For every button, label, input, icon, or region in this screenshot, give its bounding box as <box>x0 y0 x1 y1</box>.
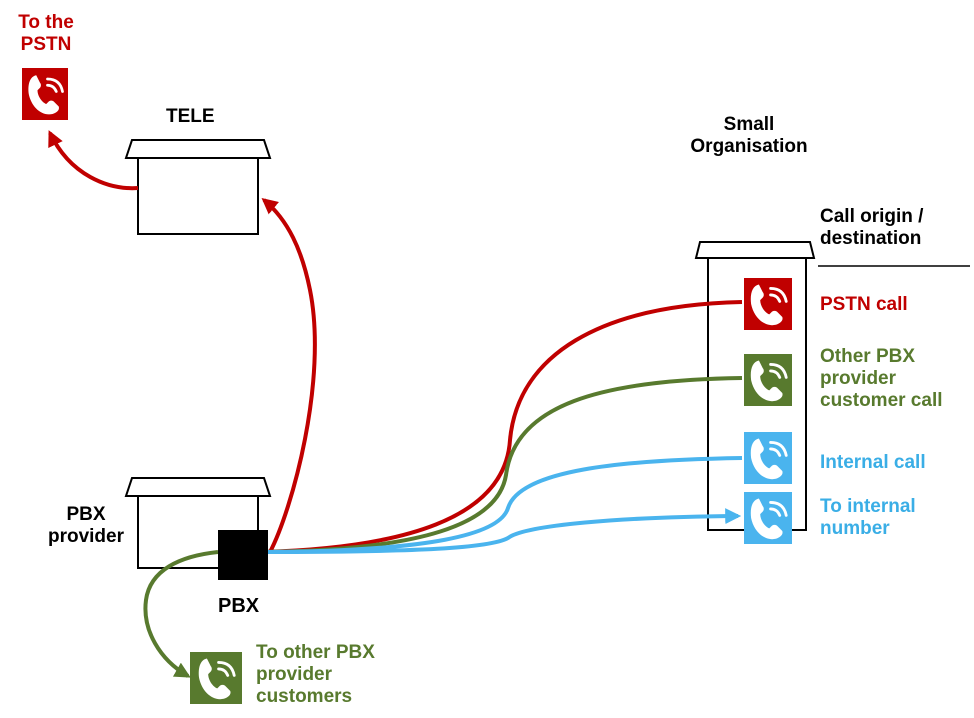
to-internal-number-label: To internal number <box>820 496 916 539</box>
small-organisation-label: Small Organisation <box>690 114 808 157</box>
phone-icon <box>190 652 242 704</box>
call-origin-destination-heading: Call origin / destination <box>820 206 924 249</box>
phone-icon <box>22 68 68 120</box>
pstn-call-label: PSTN call <box>820 294 908 315</box>
phone-icon <box>744 492 792 544</box>
tele-label: TELE <box>166 106 215 127</box>
pstn-call-path <box>261 300 743 554</box>
pbx-label: PBX <box>218 595 260 617</box>
pbx-to-tele-path <box>261 197 317 553</box>
internal-call-label: Internal call <box>820 452 926 473</box>
to-other-pbx-provider-customers-label: To other PBX provider customers <box>256 642 375 707</box>
pbx-node <box>218 530 268 580</box>
to-the-pstn-label: To the PSTN <box>18 12 74 55</box>
other-pbx-customer-call-path <box>261 376 743 554</box>
phone-icon <box>744 432 792 484</box>
tele-box <box>124 139 272 235</box>
pbx-to-other-customers-path <box>143 550 219 678</box>
phone-icon <box>744 354 792 406</box>
tele-to-pstn-path <box>48 130 139 191</box>
phone-icon <box>744 278 792 330</box>
other-pbx-provider-customer-call-label: Other PBX provider customer call <box>820 346 943 411</box>
to-internal-number-path <box>261 508 742 554</box>
internal-call-path <box>261 456 743 554</box>
pbx-provider-label: PBX provider <box>47 504 125 547</box>
